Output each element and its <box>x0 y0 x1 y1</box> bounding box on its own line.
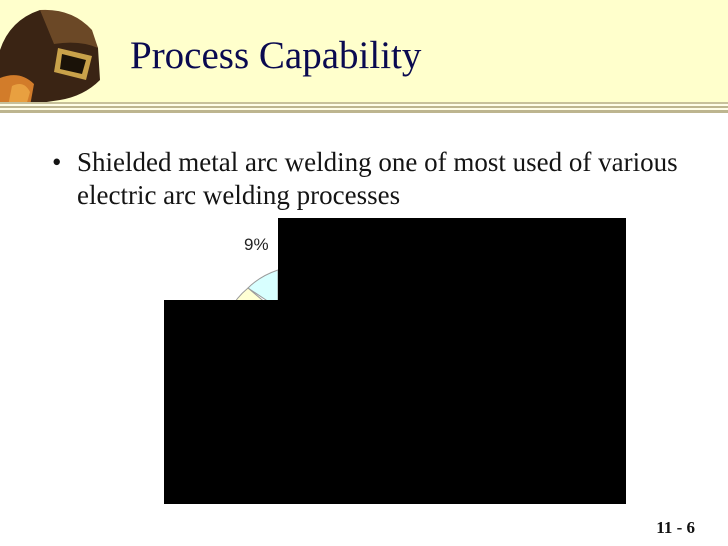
pie-label-9pct: 9% <box>244 235 269 254</box>
welder-mask-logo <box>0 0 106 106</box>
welder-helmet-icon <box>0 9 100 106</box>
bullet-marker: • <box>52 147 62 177</box>
header-band <box>0 0 728 106</box>
bullet-text: Shielded metal arc welding one of most u… <box>77 147 678 210</box>
header-divider <box>0 102 728 113</box>
page-number: 11 - 6 <box>656 518 695 537</box>
slide-title: Process Capability <box>130 34 422 77</box>
pie-chart: 9% <box>164 218 626 504</box>
redaction-block-lower <box>164 300 626 504</box>
